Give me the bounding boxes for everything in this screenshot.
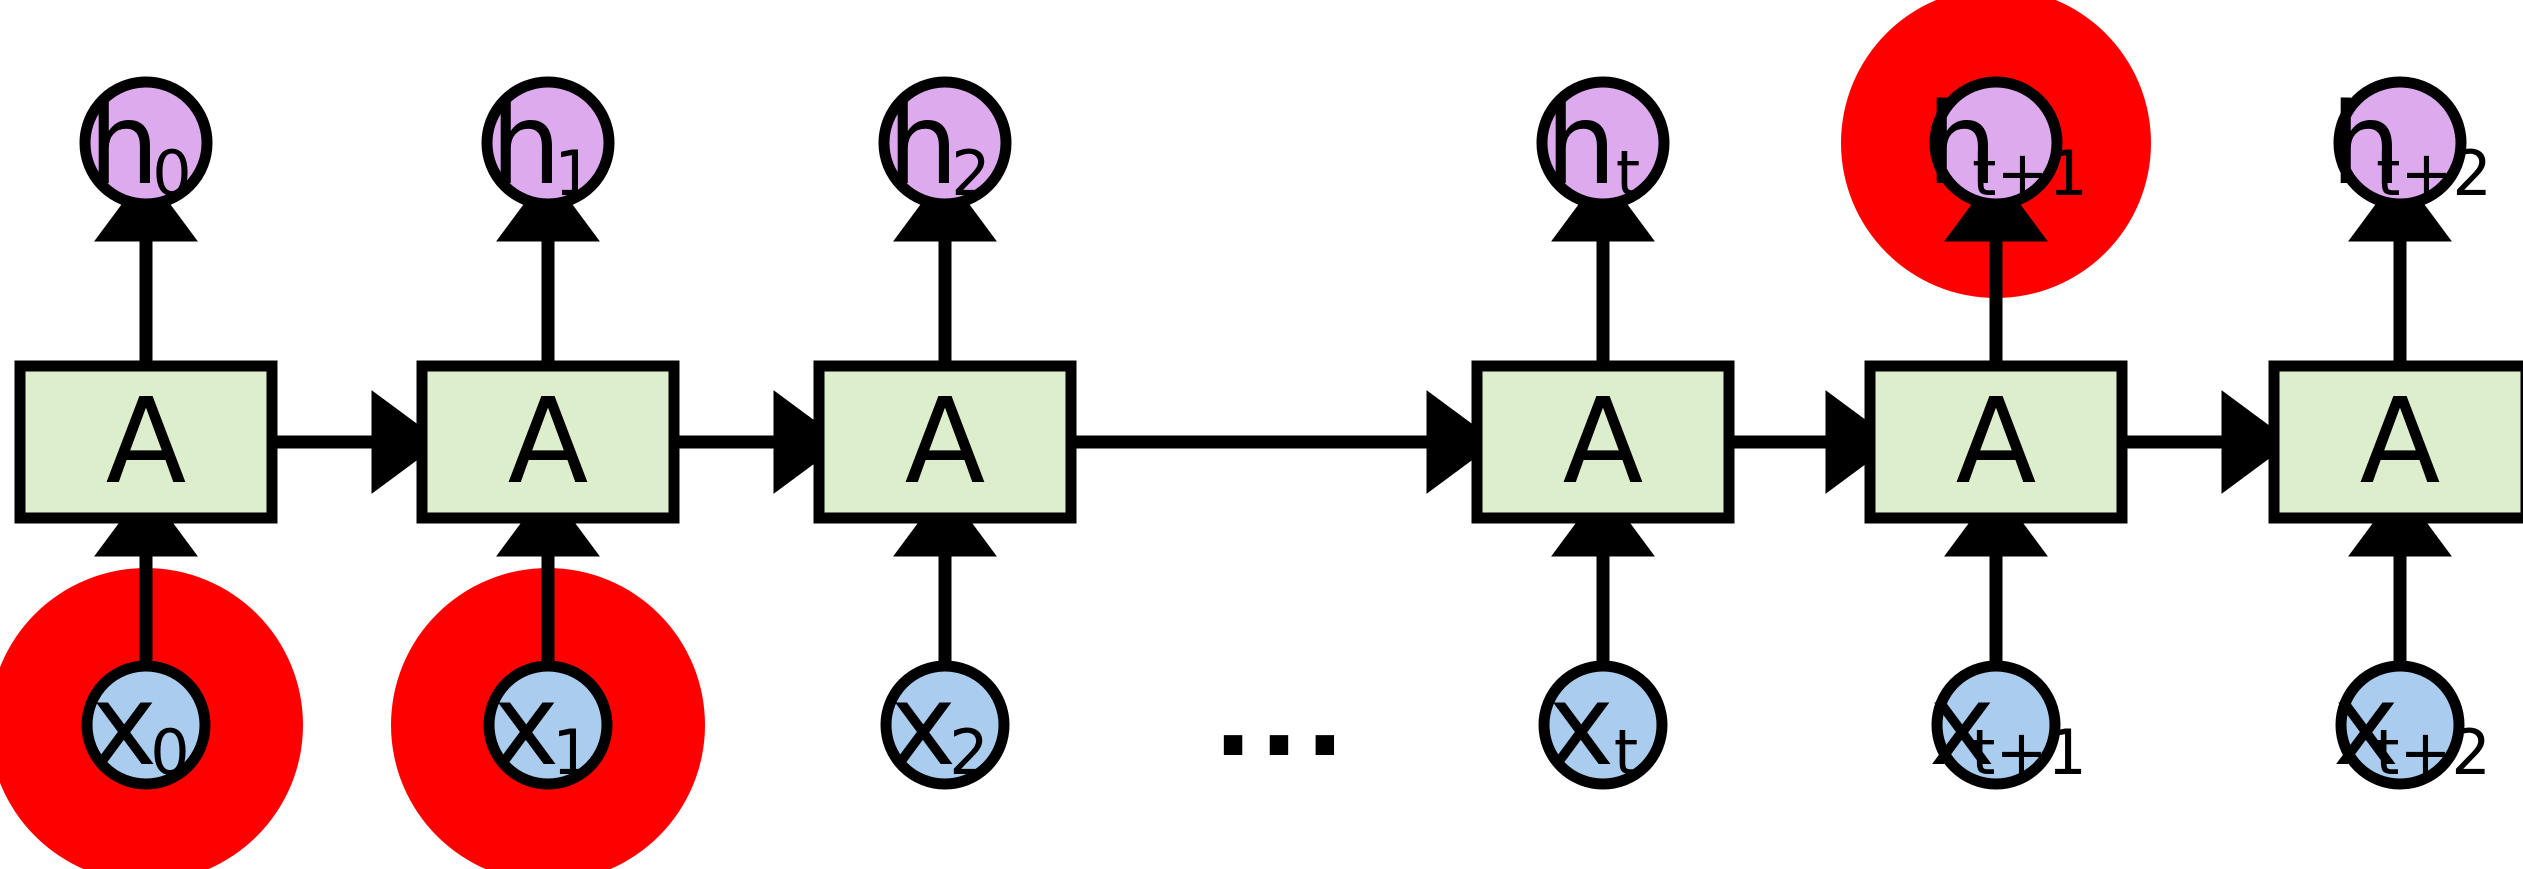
hidden-subscript-h2: 2	[951, 137, 990, 210]
hidden-label-ht1: h	[1927, 80, 1998, 210]
cell-label-t2: A	[905, 372, 986, 510]
hidden-node-ht1[interactable]: h t+1	[1927, 76, 2088, 210]
input-node-x2[interactable]: x 2	[880, 660, 1010, 791]
cell-layer: A A A A A A	[14, 360, 2523, 524]
hidden-subscript-h0: 0	[152, 137, 191, 210]
input-subscript-x1: 1	[552, 716, 591, 789]
input-circle-x2[interactable]	[880, 660, 1010, 790]
hidden-circle-h2[interactable]	[878, 76, 1012, 210]
hidden-circle-h0[interactable]	[79, 76, 213, 210]
rnn-cell-tt[interactable]: A	[1471, 360, 1735, 524]
hidden-node-h2[interactable]: h 2	[878, 76, 1012, 210]
cell-label-tt1: A	[1956, 372, 2037, 510]
input-arrow-layer	[94, 486, 2452, 663]
hidden-subscript-ht2: t+2	[2376, 137, 2492, 210]
hidden-circle-ht[interactable]	[1536, 76, 1670, 210]
hidden-subscript-ht1: t+1	[1972, 137, 2088, 210]
input-subscript-x0: 0	[150, 716, 189, 789]
input-subscript-xt: t	[1614, 716, 1638, 789]
input-subscript-xt1: t+1	[1971, 716, 2087, 789]
hidden-node-h1[interactable]: h 1	[481, 76, 615, 210]
rnn-cell-t0[interactable]: A	[14, 360, 278, 524]
input-node-x0[interactable]: x 0	[81, 660, 211, 791]
input-label-x2: x	[890, 661, 956, 791]
input-label-x0: x	[91, 661, 157, 791]
hidden-circle-ht1[interactable]	[1929, 76, 2063, 210]
input-circle-xt2[interactable]	[2335, 660, 2465, 790]
input-label-x1: x	[493, 661, 559, 791]
hidden-circle-h1[interactable]	[481, 76, 615, 210]
rnn-cell-t2[interactable]: A	[813, 360, 1077, 524]
input-node-x1[interactable]: x 1	[483, 660, 613, 791]
hidden-circle-ht2[interactable]	[2333, 76, 2467, 210]
input-circle-x0[interactable]	[81, 660, 211, 790]
input-node-xt[interactable]: x t	[1538, 660, 1668, 791]
input-node-xt2[interactable]: x t+2	[2333, 660, 2491, 791]
hidden-label-h2: h	[888, 80, 959, 210]
rnn-cell-tt2[interactable]: A	[2268, 360, 2523, 524]
input-subscript-x2: 2	[949, 716, 988, 789]
input-label-xt: x	[1548, 661, 1614, 791]
sequence-ellipsis: ...	[1213, 658, 1351, 780]
output-arrow-layer	[94, 171, 2452, 366]
cell-box-t1[interactable]	[416, 360, 680, 524]
hidden-node-h0[interactable]: h 0	[79, 76, 213, 210]
cell-label-tt: A	[1563, 372, 1644, 510]
input-label-xt2: x	[2333, 661, 2399, 791]
input-label-xt1: x	[1929, 661, 1995, 791]
hidden-state-layer: h 0 h 1 h 2 h t h t+1	[79, 76, 2492, 210]
cell-box-t2[interactable]	[813, 360, 1077, 524]
cell-label-tt2: A	[2360, 372, 2441, 510]
hidden-node-ht[interactable]: h t	[1536, 76, 1670, 210]
input-subscript-xt2: t+2	[2375, 716, 2491, 789]
input-node-xt1[interactable]: x t+1	[1929, 660, 2087, 791]
cell-box-tt1[interactable]	[1864, 360, 2128, 524]
cell-label-t1: A	[508, 372, 589, 510]
input-circle-x1[interactable]	[483, 660, 613, 790]
hidden-node-ht2[interactable]: h t+2	[2331, 76, 2492, 210]
hidden-label-ht2: h	[2331, 80, 2402, 210]
rnn-cell-t1[interactable]: A	[416, 360, 680, 524]
hidden-label-h1: h	[491, 80, 562, 210]
rnn-cell-tt1[interactable]: A	[1864, 360, 2128, 524]
input-circle-xt[interactable]	[1538, 660, 1668, 790]
cell-label-t0: A	[106, 372, 187, 510]
cell-box-tt[interactable]	[1471, 360, 1735, 524]
input-circle-xt1[interactable]	[1931, 660, 2061, 790]
hidden-label-h0: h	[89, 80, 160, 210]
hidden-subscript-ht: t	[1616, 137, 1640, 210]
cell-box-t0[interactable]	[14, 360, 278, 524]
input-layer: x 0 x 1 x 2 x t x t+1	[81, 660, 2491, 791]
hidden-subscript-h1: 1	[554, 137, 593, 210]
hidden-label-ht: h	[1546, 80, 1617, 210]
cell-box-tt2[interactable]	[2268, 360, 2523, 524]
